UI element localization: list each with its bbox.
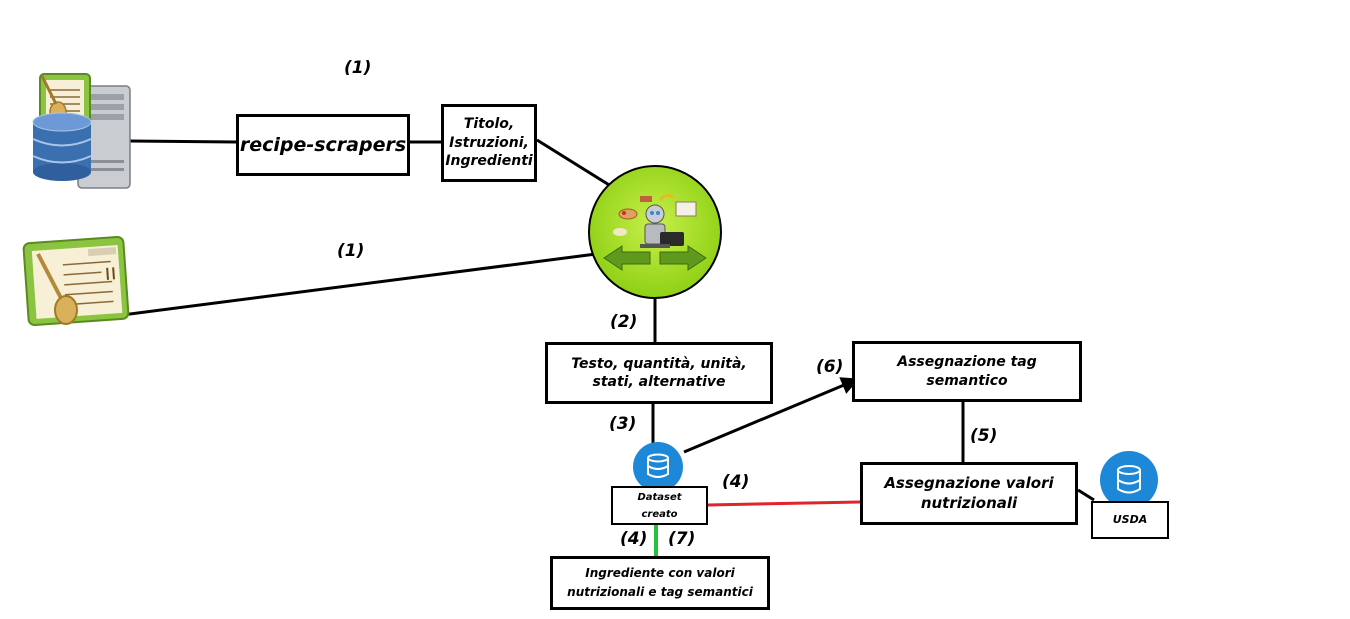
database-icon [1100,451,1158,509]
link-valori-usda [1077,488,1095,502]
recipe-scrapers-box: recipe-scrapers [236,114,410,176]
assegnazione-tag-box: Assegnazione tag semantico [852,341,1082,402]
step-label-5: (5) [970,426,998,446]
dataset-creato-box: Dataset creato [611,486,708,525]
robot-chef-icon [588,165,722,299]
assegnazione-tag-label: Assegnazione tag semantico [897,354,1037,389]
recipe-card-icon [22,236,130,326]
step-label-4-bottom: (4) [620,529,648,549]
step-label-2: (2) [610,312,638,332]
usda-box: USDA [1091,501,1169,539]
recipe-scrapers-label: recipe-scrapers [239,133,407,156]
link-recipe-robot [121,252,597,317]
link-server-scrapers [129,139,237,144]
step-label-1-mid: (1) [337,241,365,261]
step-label-4-right: (4) [722,472,750,492]
assegnazione-valori-box: Assegnazione valori nutrizionali [860,462,1078,525]
database-server-icon [32,73,131,189]
step-label-1-top: (1) [344,58,372,78]
testo-quantita-label: Testo, quantità, unità, stati, alternati… [571,355,747,390]
ingrediente-label: Ingrediente con valori nutrizionali e ta… [567,565,753,599]
titolo-istruzioni-ingredienti-box: Titolo, Istruzioni, Ingredienti [441,104,537,182]
arrow-dataset-tag [683,377,860,454]
assegnazione-valori-label: Assegnazione valori nutrizionali [884,474,1054,512]
step-label-7: (7) [668,529,696,549]
step-label-6: (6) [816,357,844,377]
step-label-3: (3) [609,414,637,434]
link-dataset-valori [707,500,861,507]
dataset-creato-label: Dataset creato [637,491,682,520]
titolo-istruzioni-ingredienti-label: Titolo, Istruzioni, Ingredienti [445,115,533,170]
link-titolo-robot [536,138,615,190]
testo-quantita-box: Testo, quantità, unità, stati, alternati… [545,342,773,404]
usda-label: USDA [1112,512,1148,526]
ingrediente-box: Ingrediente con valori nutrizionali e ta… [550,556,770,610]
database-icon [633,442,683,492]
